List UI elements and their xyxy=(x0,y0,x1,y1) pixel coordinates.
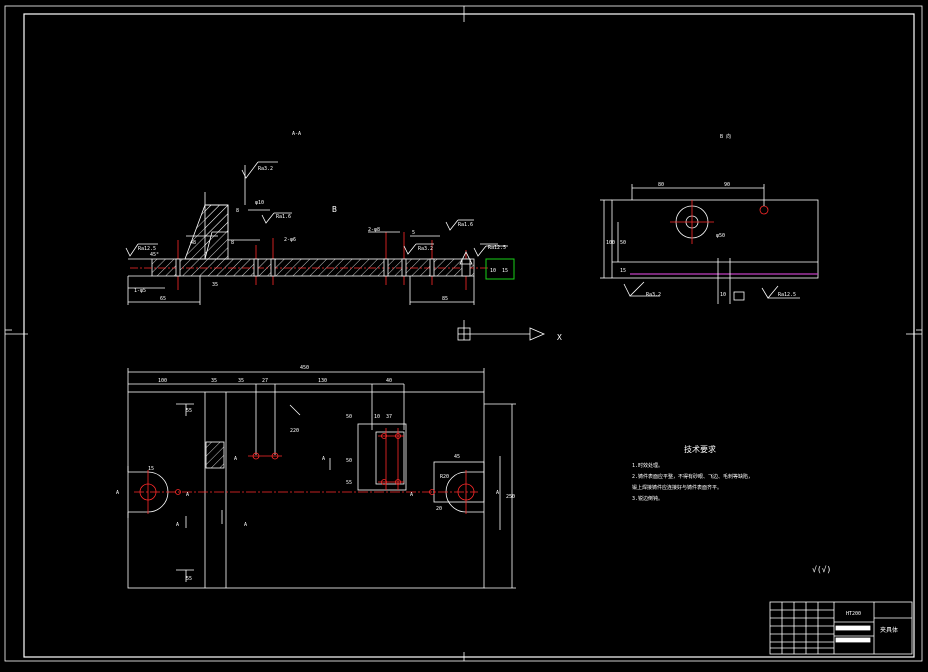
dimension-text: 80 xyxy=(658,182,664,188)
ucs-icon xyxy=(457,320,546,341)
dimension-text: 8 xyxy=(236,208,239,214)
section-label: A xyxy=(496,490,499,496)
dimension-text: 27 xyxy=(262,378,268,384)
dimension-text: 130 xyxy=(318,378,327,384)
dimension-text: 45° xyxy=(150,252,159,258)
dimension-text: 48 xyxy=(190,240,196,246)
technical-requirements: 技术要求 1.时效处理。 2.铸件表面应平整，不得有砂眼、飞边、毛刺等缺陷， 锻… xyxy=(632,444,753,502)
dimension-text: φ10 xyxy=(255,200,264,206)
roughness-label: Ra3.2 xyxy=(646,292,661,298)
dimension-text: 8 xyxy=(231,240,234,246)
section-label: A xyxy=(234,456,237,462)
roughness-label: Ra12.5 xyxy=(778,292,796,298)
dimension-text: 2-φ8 xyxy=(368,227,380,233)
dimension-text: 37 xyxy=(386,414,392,420)
dimension-text: 35 xyxy=(212,282,218,288)
roughness-label: Ra3.2 xyxy=(258,166,273,172)
section-label: A xyxy=(176,522,179,528)
section-label: A xyxy=(116,490,119,496)
section-label: A xyxy=(186,492,189,498)
dimension-text: φ50 xyxy=(716,233,725,239)
dimension-text: 55 xyxy=(186,576,192,582)
title-block xyxy=(769,601,913,655)
dimension-text: 2-φ6 xyxy=(284,237,296,243)
roughness-label: Ra1.6 xyxy=(276,214,291,220)
dimension-text: 90 xyxy=(724,182,730,188)
section-label: A xyxy=(244,522,247,528)
dimension-text: 15 xyxy=(620,268,626,274)
tech-note-item: 3.锐边倒钝。 xyxy=(632,495,663,502)
b-view-title: B 向 xyxy=(720,133,731,140)
section-view: Ra3.2 Ra12.5 Ra1.6 Ra1.6 Ra3.2 Ra12.5 45… xyxy=(125,161,515,305)
dimension-text: 10 xyxy=(374,414,380,420)
dimension-text: 5 xyxy=(412,230,415,236)
dimension-text: 85 xyxy=(442,296,448,302)
dimension-text: 55 xyxy=(346,480,352,486)
dimension-text: 20 xyxy=(436,506,442,512)
roughness-label: Ra1.6 xyxy=(458,222,473,228)
drawing-name: 夹具体 xyxy=(880,626,898,634)
tech-note-item: 2.铸件表面应平整，不得有砂眼、飞边、毛刺等缺陷， xyxy=(632,473,753,480)
dimension-text: 40 xyxy=(386,378,392,384)
plan-view: 450 100 35 35 27 130 40 10 37 15 50 50 5… xyxy=(116,365,516,589)
material-code: HT200 xyxy=(846,611,861,617)
dimension-text: 1-φ5 xyxy=(134,288,146,294)
highlighted-dimension-box xyxy=(485,258,515,280)
dimension-text: R20 xyxy=(440,474,449,480)
dimension-text: 65 xyxy=(160,296,166,302)
tech-notes-title: 技术要求 xyxy=(684,444,716,454)
dimension-text: 220 xyxy=(290,428,299,434)
section-label: A xyxy=(410,492,413,498)
dimension-text: 45 xyxy=(454,454,460,460)
x-axis-label: X xyxy=(557,333,562,342)
dimension-text: 250 xyxy=(506,494,515,500)
plan-centerlines xyxy=(134,428,478,514)
section-title: A-A xyxy=(292,131,301,137)
dimension-text: 10 xyxy=(490,268,496,274)
outer-border xyxy=(4,5,923,662)
dimension-text: 50 xyxy=(346,458,352,464)
centering-marks xyxy=(5,6,922,661)
dimension-text: 50 xyxy=(346,414,352,420)
column-section xyxy=(204,204,229,260)
dimension-text: 100 xyxy=(158,378,167,384)
section-label: A xyxy=(322,456,325,462)
tech-note-item: 1.时效处理。 xyxy=(632,462,663,469)
dimension-text: 35 xyxy=(238,378,244,384)
dimension-text: 35 xyxy=(211,378,217,384)
b-view: 80 90 φ50 100 50 15 10 Ra3.2 Ra12.5 xyxy=(600,182,819,304)
roughness-label: Ra3.2 xyxy=(418,246,433,252)
inner-border xyxy=(23,13,915,658)
tech-note-item: 锻上焊接铸件应连接好与铸件表面齐平。 xyxy=(632,484,722,491)
dimension-text: 15 xyxy=(502,268,508,274)
surface-finish-symbol: √(√) xyxy=(812,565,831,574)
roughness-label: Ra12.5 xyxy=(138,246,156,252)
dimension-text: 55 xyxy=(186,408,192,414)
dimension-text: 15 xyxy=(148,466,154,472)
view-marker: B xyxy=(332,205,337,214)
dimension-text: 450 xyxy=(300,365,309,371)
base-plate-section xyxy=(151,258,475,277)
dimension-text: 100 xyxy=(606,240,615,246)
dimension-text: 10 xyxy=(720,292,726,298)
roughness-symbols xyxy=(125,161,508,257)
dimension-text: 50 xyxy=(620,240,626,246)
roughness-label: Ra12.5 xyxy=(488,245,506,251)
